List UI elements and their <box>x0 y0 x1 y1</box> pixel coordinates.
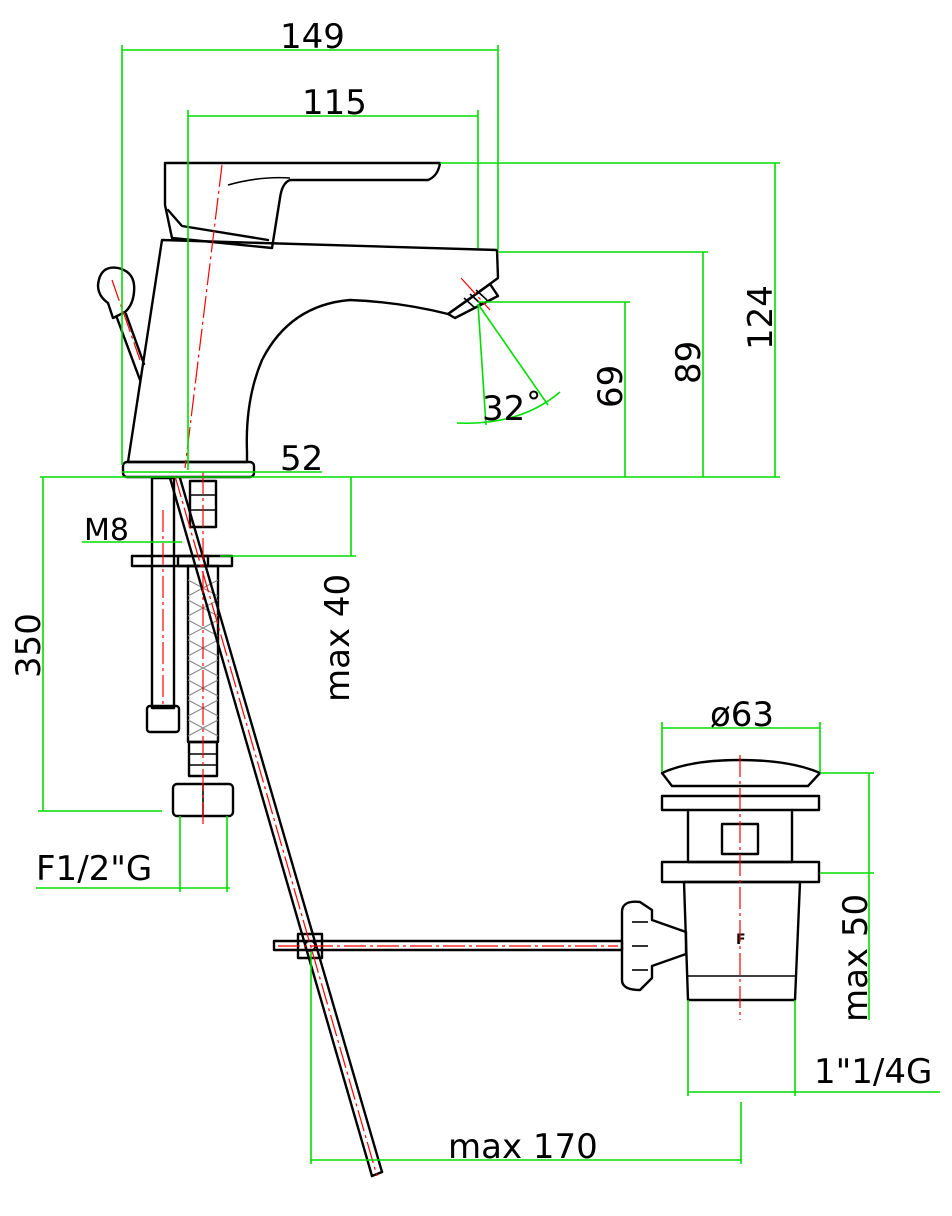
dim-overall-length: 149 <box>280 17 345 57</box>
pop-up-drain: F <box>272 758 822 1002</box>
lever-highlight <box>227 176 291 186</box>
dim-pull-rod-max: max 170 <box>448 1127 598 1167</box>
dimension-lines <box>36 45 940 1164</box>
dim-base-diameter: 52 <box>280 439 323 479</box>
stud-nut <box>145 704 181 734</box>
lever-handle <box>163 161 442 250</box>
dim-max-deck-thickness: max 40 <box>318 574 358 702</box>
dim-outlet-angle: 32˚ <box>482 389 542 429</box>
side-connector <box>620 900 688 992</box>
threaded-stud <box>150 476 176 710</box>
dim-overall-height: 124 <box>741 285 781 350</box>
main-body <box>126 238 500 464</box>
center-lines <box>111 164 741 1177</box>
lever-neck <box>166 208 270 242</box>
dim-hose-length: 350 <box>9 613 49 678</box>
dim-drain-thread: 1"1/4G <box>814 1052 932 1092</box>
aerator <box>446 282 500 320</box>
horizontal-rod <box>272 939 624 952</box>
dim-drain-max-thickness: max 50 <box>836 894 876 1022</box>
fixing-plate <box>130 554 234 568</box>
dim-hose-connection: F1/2"G <box>36 849 152 889</box>
drain-cap <box>660 758 822 788</box>
dim-drain-diameter: ø63 <box>710 695 774 735</box>
drain-marking: F <box>736 932 746 948</box>
dim-lever-length: 115 <box>302 83 367 123</box>
dim-outlet-height: 69 <box>591 365 631 408</box>
dim-stud-thread: M8 <box>84 513 129 548</box>
popup-knob <box>96 266 146 382</box>
dim-spout-height: 89 <box>669 341 709 384</box>
faucet-body <box>96 161 500 479</box>
dimension-labels: 149 115 124 89 69 32˚ 52 M8 max 40 350 F… <box>9 17 932 1167</box>
